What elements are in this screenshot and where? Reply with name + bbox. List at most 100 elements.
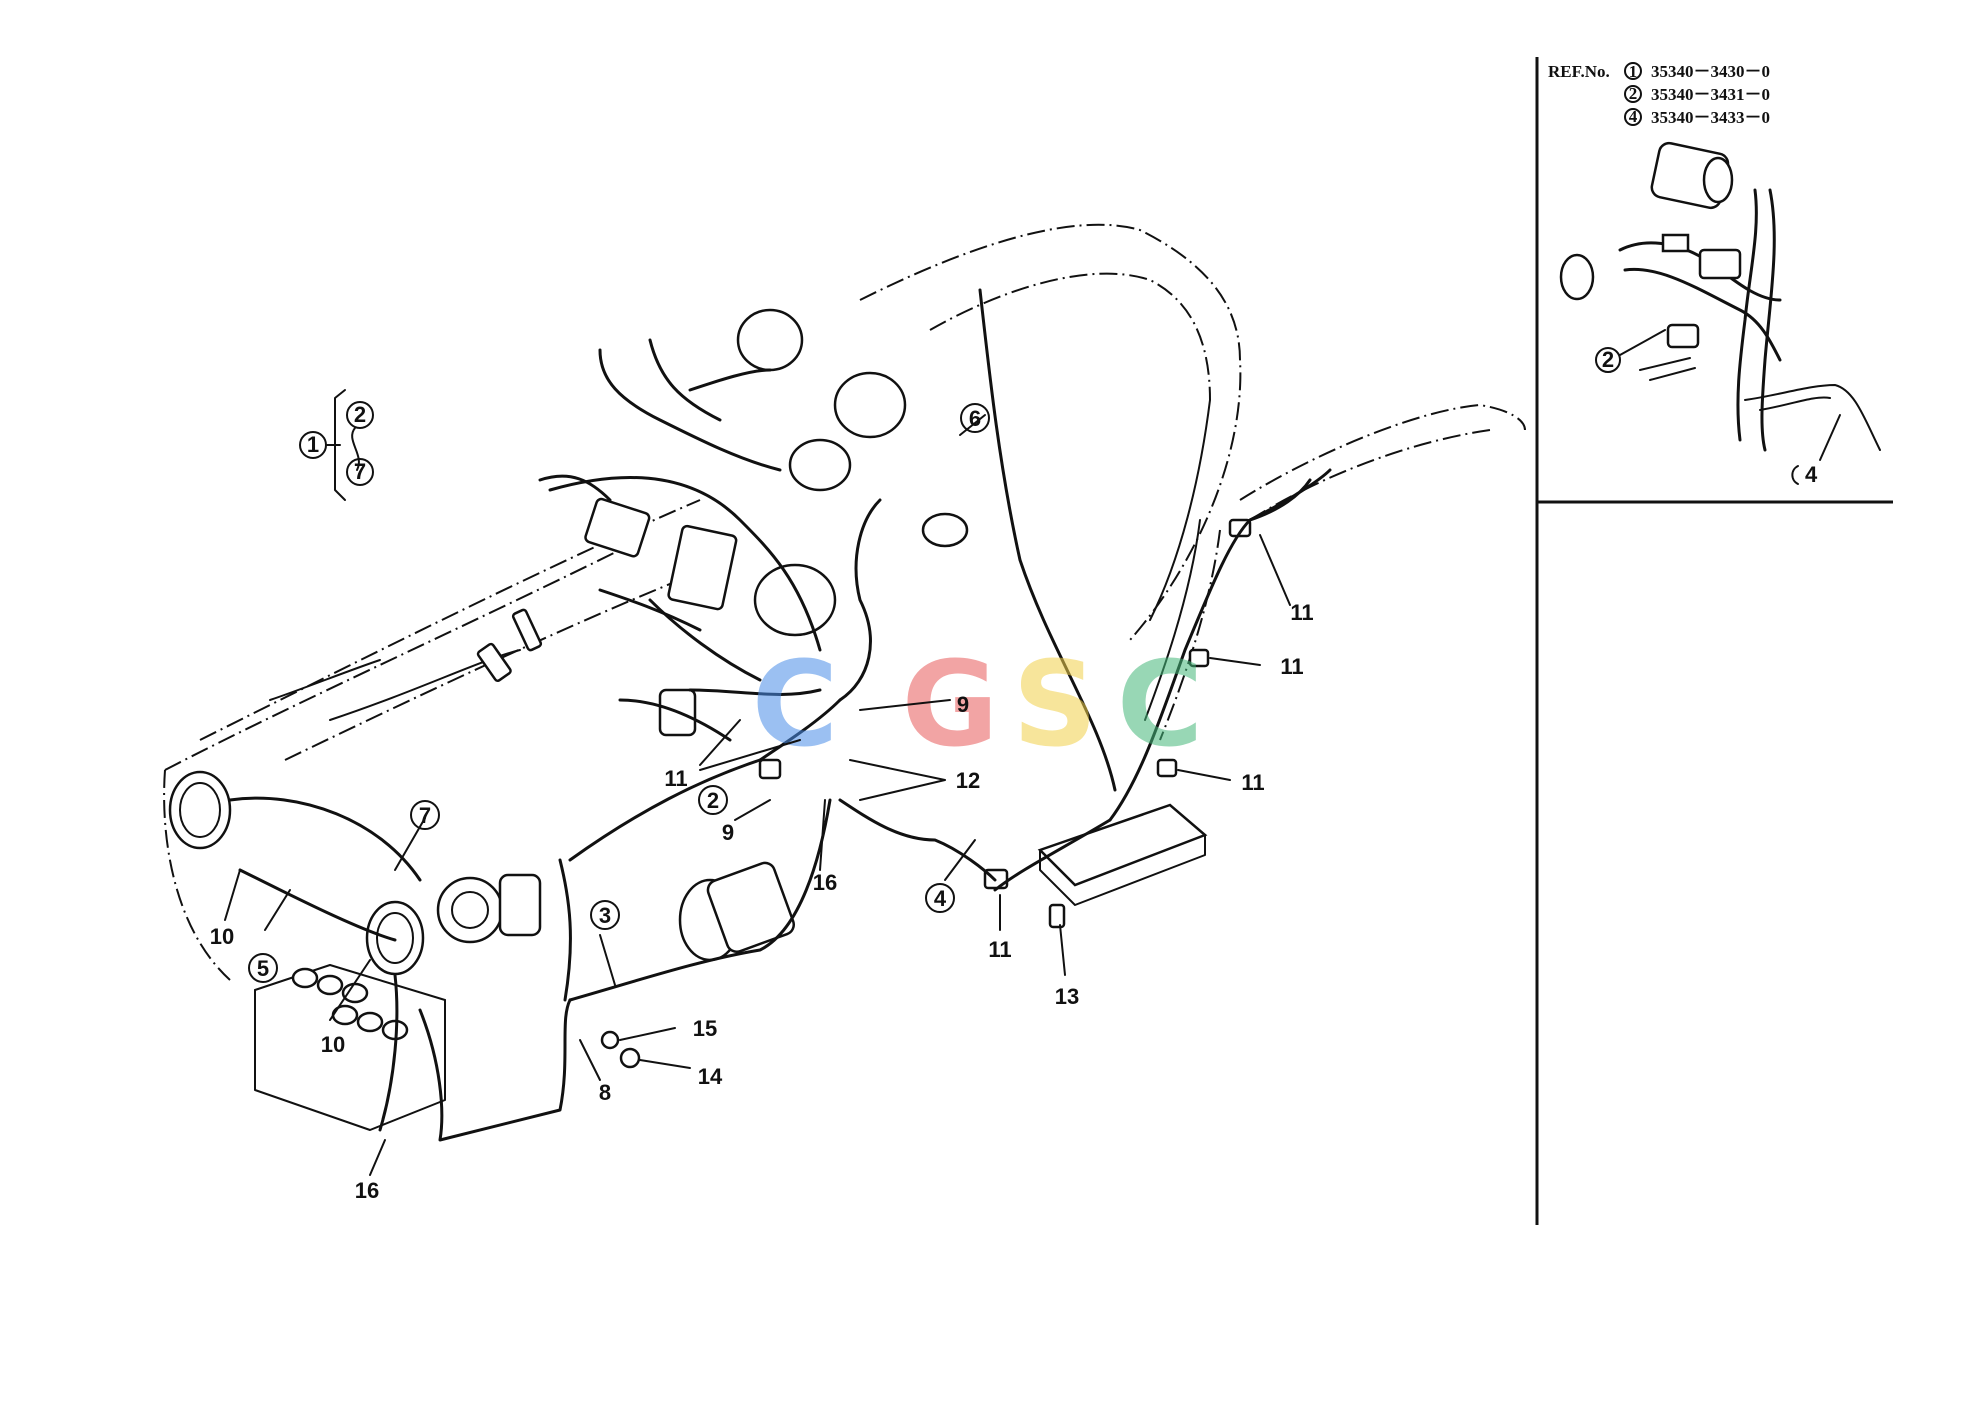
wire-6 bbox=[978, 288, 1117, 792]
group-sub-label-1: 2 bbox=[354, 402, 366, 427]
leader-7 bbox=[394, 817, 426, 871]
inset-callout-4: 4 bbox=[1805, 462, 1818, 487]
wire-glow bbox=[688, 688, 822, 696]
inset-callout-2-circle bbox=[1595, 347, 1621, 373]
battery-box bbox=[254, 989, 446, 1131]
rear-fender-side bbox=[1144, 519, 1201, 721]
sensor-plug bbox=[476, 642, 512, 682]
leader-2 bbox=[699, 739, 801, 771]
callout-11b: 11 bbox=[988, 937, 1011, 962]
ref-code-4: 35340－3433－0 bbox=[1651, 108, 1770, 127]
inset-relay bbox=[1666, 323, 1700, 349]
inset-wire-b bbox=[1623, 267, 1782, 362]
callout-7-circle bbox=[410, 800, 440, 830]
group-callout: 1 2 7 bbox=[299, 389, 374, 501]
inset-clip-a bbox=[1661, 233, 1690, 253]
battery-cells bbox=[291, 967, 409, 1041]
ref-circle-2 bbox=[1624, 85, 1642, 103]
battery-top bbox=[254, 964, 446, 1001]
leader-16b bbox=[369, 1139, 386, 1176]
leader-5 bbox=[264, 889, 291, 931]
wire-4 bbox=[838, 798, 997, 882]
leader-15 bbox=[619, 1027, 676, 1041]
inset-fuse-block bbox=[1698, 248, 1742, 280]
inset-connector-left bbox=[1559, 253, 1595, 301]
meter-2 bbox=[833, 371, 907, 439]
wire-to-meters bbox=[838, 498, 882, 702]
wire-left-a bbox=[538, 474, 612, 502]
ref-circle-4 bbox=[1624, 108, 1642, 126]
wire-left-b bbox=[598, 588, 702, 632]
alternator-hub bbox=[451, 891, 489, 929]
rear-fender-mid bbox=[1249, 429, 1491, 521]
fender-lower bbox=[1149, 399, 1211, 621]
callout-2-circle bbox=[698, 785, 728, 815]
group-sub-circle-2 bbox=[346, 458, 374, 486]
leader-11d bbox=[1209, 657, 1261, 666]
washer bbox=[600, 1030, 620, 1050]
callout-8: 8 bbox=[599, 1080, 611, 1105]
ref-num-2: 2 bbox=[1629, 84, 1638, 103]
reference-table: REF.No. 1 35340－3430－0 2 35340－3431－0 4 … bbox=[1548, 62, 1770, 127]
watermark: C G S C bbox=[752, 635, 1204, 773]
hood-line-a bbox=[329, 649, 521, 721]
wire-left-d bbox=[648, 598, 762, 682]
bolt-head bbox=[619, 1047, 641, 1069]
leader-3 bbox=[599, 934, 616, 986]
leader-11e bbox=[1177, 769, 1231, 781]
callout-10b: 10 bbox=[321, 1032, 345, 1057]
group-sub-circle-1 bbox=[346, 401, 374, 429]
fuse-box bbox=[667, 524, 738, 611]
leader-9a bbox=[859, 699, 951, 711]
tail-terminal bbox=[1048, 903, 1066, 929]
wire-main-trunk bbox=[568, 758, 762, 862]
leader-12 bbox=[849, 759, 946, 801]
callout-14: 14 bbox=[698, 1064, 723, 1089]
relay-box-1 bbox=[584, 497, 651, 558]
callout-11c: 11 bbox=[1290, 600, 1313, 625]
headlight-right-lens bbox=[376, 912, 414, 964]
fender-outer bbox=[859, 223, 1242, 641]
starter-motor-body bbox=[706, 861, 796, 953]
wire-trunk-up bbox=[758, 698, 842, 762]
wire-alternator bbox=[558, 858, 572, 1002]
callout-10a: 10 bbox=[210, 924, 234, 949]
leader-11c bbox=[1259, 534, 1291, 606]
hood-front-edge bbox=[163, 769, 231, 981]
sensor-2 bbox=[511, 608, 543, 652]
callout-7: 7 bbox=[419, 803, 431, 828]
callout-11e: 11 bbox=[1241, 770, 1264, 795]
callout-11a: 11 bbox=[664, 766, 687, 791]
ref-num-4: 4 bbox=[1629, 107, 1638, 126]
rear-box-side bbox=[1039, 834, 1206, 906]
inset-gauge-face bbox=[1702, 156, 1734, 204]
leader-14 bbox=[639, 1059, 691, 1069]
wire-rear-branch bbox=[993, 818, 1112, 892]
leader-4 bbox=[944, 839, 976, 881]
headlight-left-lens bbox=[179, 782, 221, 838]
wire-upper-loop bbox=[548, 476, 822, 652]
components bbox=[168, 308, 1252, 1069]
inset-panel: REF.No. 1 35340－3430－0 2 35340－3431－0 4 … bbox=[1535, 57, 1893, 1225]
wire-headlight bbox=[228, 796, 422, 882]
hood-top-edge bbox=[164, 539, 641, 771]
watermark-letter-1: C bbox=[752, 635, 839, 773]
callout-11d: 11 bbox=[1280, 654, 1303, 679]
leader-6 bbox=[959, 414, 986, 436]
alternator-body bbox=[498, 873, 542, 937]
reference-label: REF.No. bbox=[1548, 62, 1610, 81]
callout-2: 2 bbox=[707, 788, 719, 813]
inset-wire-d bbox=[1760, 188, 1776, 452]
inset-callout-2: 2 bbox=[1602, 347, 1614, 372]
callout-12: 12 bbox=[956, 768, 980, 793]
callout-4-circle bbox=[925, 883, 955, 913]
inset-wire-f bbox=[1759, 396, 1831, 411]
wire-upper-c bbox=[688, 368, 772, 392]
ref-code-1: 35340－3430－0 bbox=[1651, 62, 1770, 81]
callout-15: 15 bbox=[693, 1016, 717, 1041]
harness-wires bbox=[228, 288, 1332, 1142]
callout-3: 3 bbox=[599, 903, 611, 928]
callout-16a: 16 bbox=[813, 870, 837, 895]
tractor-body-outline bbox=[163, 223, 1526, 1131]
